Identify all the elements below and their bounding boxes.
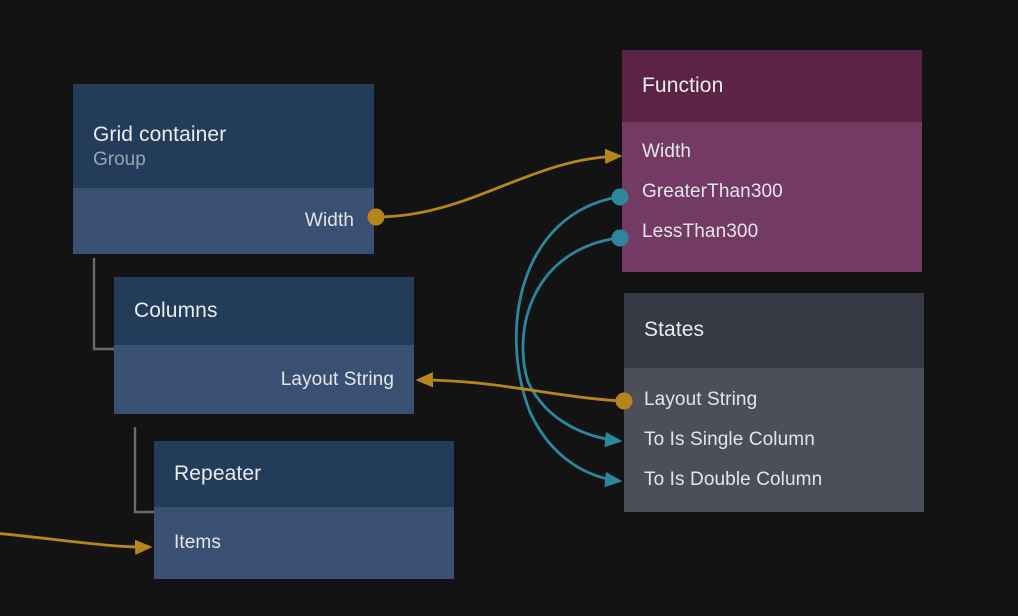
port-label-layout-string: Layout String (280, 368, 394, 390)
port-row-repeater-items[interactable]: Items (174, 507, 454, 579)
port-row-grid-container-width[interactable]: Width (73, 188, 354, 254)
node-grid-container[interactable]: Grid container Group Width (73, 84, 374, 254)
wire-grid-width-to-function-width (375, 148, 623, 219)
tree-link-grid-to-columns (92, 258, 114, 351)
port-row-function-width[interactable]: Width (642, 132, 922, 172)
node-repeater[interactable]: Repeater Items (154, 441, 454, 579)
node-states-body: Layout String To Is Single Column To Is … (624, 368, 924, 512)
node-grid-container-subtitle: Group (93, 148, 146, 170)
port-label-to-is-single-column: To Is Single Column (644, 429, 815, 450)
port-label-to-is-double-column: To Is Double Column (644, 469, 823, 490)
node-grid-container-body: Width (73, 188, 374, 254)
node-states-header[interactable]: States (624, 293, 924, 368)
node-repeater-title: Repeater (174, 461, 262, 485)
port-row-states-layout-string[interactable]: Layout String (644, 380, 924, 420)
port-label-function-width: Width (642, 141, 692, 162)
node-columns-body: Layout String (114, 345, 414, 414)
node-function[interactable]: Function Width GreaterThan300 LessThan30… (622, 50, 922, 272)
port-label-width: Width (304, 210, 354, 231)
port-row-states-to-is-double-column[interactable]: To Is Double Column (644, 460, 924, 500)
wire-greaterthan300-to-single-column (514, 195, 623, 488)
node-columns-header[interactable]: Columns (114, 277, 414, 345)
node-function-header[interactable]: Function (622, 50, 922, 122)
node-columns[interactable]: Columns Layout String (114, 277, 414, 414)
node-columns-title: Columns (134, 298, 218, 322)
node-function-title: Function (642, 73, 724, 97)
node-grid-container-header[interactable]: Grid container Group (73, 84, 374, 188)
port-row-states-to-is-single-column[interactable]: To Is Single Column (644, 420, 924, 460)
node-repeater-body: Items (154, 507, 454, 579)
wire-states-layout-string-to-columns-layout-string (415, 372, 623, 403)
port-label-states-layout-string: Layout String (644, 389, 758, 410)
node-function-body: Width GreaterThan300 LessThan300 (622, 122, 922, 272)
port-label-greaterthan300: GreaterThan300 (642, 181, 783, 202)
node-states[interactable]: States Layout String To Is Single Column… (624, 293, 924, 512)
node-grid-container-title: Grid container (93, 122, 227, 146)
port-row-function-greaterthan300[interactable]: GreaterThan300 (642, 172, 922, 212)
port-label-lessthan300: LessThan300 (642, 221, 759, 242)
port-row-columns-layout-string[interactable]: Layout String (114, 345, 394, 414)
tree-link-columns-to-repeater (133, 427, 154, 514)
node-states-title: States (644, 318, 705, 342)
port-label-items: Items (174, 532, 221, 553)
wire-lessthan300-to-double-column (521, 236, 623, 448)
wire-offscreen-to-repeater-items (0, 532, 153, 556)
port-row-function-lessthan300[interactable]: LessThan300 (642, 212, 922, 252)
node-repeater-header[interactable]: Repeater (154, 441, 454, 507)
